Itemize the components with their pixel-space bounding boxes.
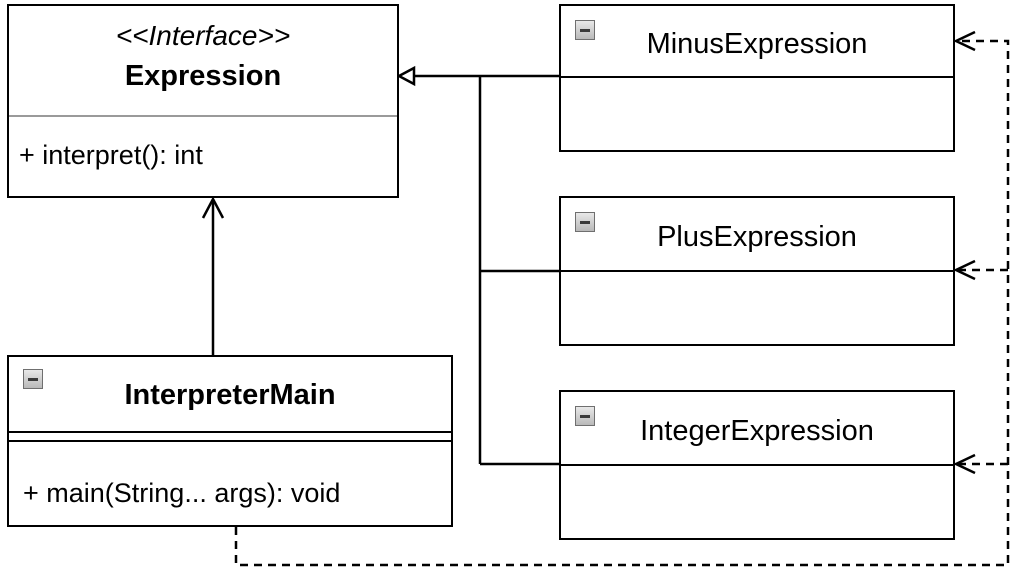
collapse-icon[interactable] [23,369,43,389]
class-name: MinusExpression [646,28,868,60]
class-name: InterpreterMain [124,379,336,411]
class-compartment-divider [561,464,953,466]
dependency-arrowhead-integer [953,453,976,475]
dependency-line-main-bus [234,39,1010,567]
dependency-arrowhead-minus [953,30,976,52]
class-compartment-divider [561,76,953,78]
class-method: + main(String... args): void [23,478,341,508]
interface-stereotype: <<Interface>> [115,20,291,51]
minus-expression-class-box[interactable]: MinusExpression [559,4,955,152]
class-compartment-divider [561,270,953,272]
dependency-arrowhead-plus [953,259,976,281]
interface-separator [9,115,397,117]
expression-interface-box[interactable]: <<Interface>> Expression + interpret(): … [7,4,399,198]
dependency-arrowhead-expression [201,196,225,219]
dependency-connectors [234,39,1010,567]
class-name: IntegerExpression [640,415,874,447]
inheritance-arrowhead [396,65,416,87]
class-name: PlusExpression [657,221,857,253]
interface-method: + interpret(): int [19,140,203,170]
collapse-icon[interactable] [575,212,595,232]
collapse-icon[interactable] [575,406,595,426]
attribute-compartment-divider [9,431,451,442]
collapse-icon[interactable] [575,20,595,40]
interface-name: Expression [124,60,282,92]
interpreter-main-class-box[interactable]: InterpreterMain + main(String... args): … [7,355,453,527]
plus-expression-class-box[interactable]: PlusExpression [559,196,955,346]
integer-expression-class-box[interactable]: IntegerExpression [559,390,955,540]
